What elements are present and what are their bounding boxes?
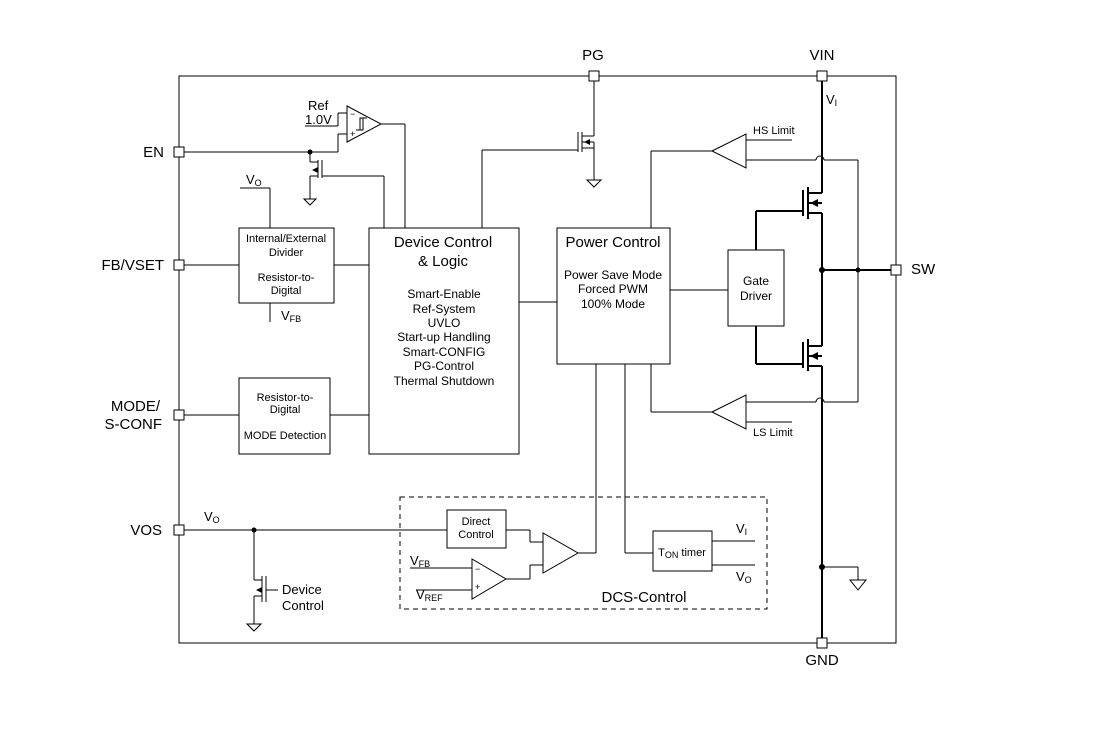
gate-driver-line1: Gate bbox=[743, 274, 769, 288]
en-ground-icon bbox=[302, 198, 318, 206]
gnd-symbol-icon bbox=[848, 579, 868, 591]
error-amplifier bbox=[471, 558, 507, 600]
divider-line4: Digital bbox=[271, 285, 302, 297]
pin-sw-pad bbox=[890, 264, 902, 276]
hysteresis-icon bbox=[356, 117, 367, 131]
pin-mode-sconf: MODE/ S-CONF bbox=[105, 398, 185, 433]
power-control-title: Power Control bbox=[565, 234, 660, 251]
vos-path: VO Device Control bbox=[184, 509, 447, 632]
mode-detect-line1: Resistor-to- bbox=[257, 392, 314, 404]
mode-detect-line3: MODE Detection bbox=[244, 430, 327, 442]
pin-gnd: GND bbox=[805, 637, 839, 669]
dcs-control-dashed-box bbox=[399, 496, 768, 610]
divider-line1: Internal/External bbox=[246, 233, 326, 245]
power-control-item: Forced PWM bbox=[578, 282, 648, 296]
vos-vo-label: VO bbox=[204, 509, 220, 525]
pg-ground-icon bbox=[585, 179, 603, 188]
direct-control-line2: Control bbox=[458, 529, 493, 541]
pin-vos-pad bbox=[173, 524, 185, 536]
device-ctrl-fet-line2: Control bbox=[282, 598, 324, 613]
mode-detect-line2: Digital bbox=[270, 404, 301, 416]
hs-limit-comparator: HS Limit bbox=[650, 125, 858, 228]
dcs-vref-label: VREF bbox=[416, 587, 443, 603]
ls-limit-comparator: LS Limit bbox=[650, 160, 861, 439]
vos-ground-icon bbox=[245, 623, 263, 632]
pin-fb-vset-pad bbox=[173, 259, 185, 271]
vo-divider-label: VO bbox=[246, 172, 262, 188]
device-control-title1: Device Control bbox=[394, 234, 492, 251]
power-control-item: Power Save Mode bbox=[564, 268, 662, 282]
gate-driver-box bbox=[727, 249, 785, 327]
gate-driver-block: Gate Driver bbox=[727, 210, 803, 365]
device-control-item: PG-Control bbox=[414, 359, 474, 373]
ls-limit-triangle bbox=[710, 394, 747, 430]
pin-fb-vset-label: FB/VSET bbox=[101, 257, 164, 274]
device-control-item: Ref-System bbox=[413, 302, 476, 316]
divider-line2: Divider bbox=[269, 247, 304, 259]
pin-vos: VOS bbox=[130, 522, 185, 539]
hs-limit-label: HS Limit bbox=[753, 125, 795, 137]
error-amp-minus: − bbox=[475, 564, 480, 574]
pin-en: EN bbox=[143, 144, 185, 161]
pin-pg-pad bbox=[588, 70, 600, 82]
mode-detection-block: Resistor-to- Digital MODE Detection bbox=[184, 377, 369, 455]
device-control-box bbox=[368, 227, 520, 455]
device-control-item: Thermal Shutdown bbox=[394, 374, 495, 388]
dcs-control-label: DCS-Control bbox=[601, 589, 686, 606]
pin-gnd-label: GND bbox=[805, 652, 839, 669]
ton-timer-label: TON timer bbox=[658, 547, 706, 560]
pin-vos-label: VOS bbox=[130, 522, 162, 539]
device-control-title2: & Logic bbox=[418, 253, 469, 270]
pg-fet bbox=[481, 81, 603, 228]
power-control-block: Power Control Power Save Mode Forced PWM… bbox=[556, 227, 728, 365]
pin-mode-label-1: MODE/ bbox=[111, 398, 161, 415]
pin-mode-label-2: S-CONF bbox=[105, 416, 163, 433]
pin-mode-pad bbox=[173, 409, 185, 421]
power-control-item: 100% Mode bbox=[581, 297, 645, 311]
ic-boundary bbox=[178, 75, 897, 644]
direct-control-line1: Direct bbox=[462, 516, 491, 528]
ton-vo-label: VO bbox=[736, 569, 752, 585]
device-control-item: Start-up Handling bbox=[397, 330, 490, 344]
pin-en-label: EN bbox=[143, 144, 164, 161]
divider-line3: Resistor-to- bbox=[258, 272, 315, 284]
power-control-box bbox=[556, 227, 671, 365]
ref-value-label: 1.0V bbox=[305, 112, 332, 127]
enable-comparator: Ref 1.0V − + bbox=[184, 98, 406, 228]
vi-label: VI bbox=[826, 92, 837, 108]
pin-en-pad bbox=[173, 146, 185, 158]
pin-vin-label: VIN bbox=[809, 47, 834, 64]
direct-control-box bbox=[446, 509, 507, 549]
svg-text:−: − bbox=[350, 109, 355, 119]
svg-text:+: + bbox=[350, 129, 355, 139]
error-amp-plus: + bbox=[475, 582, 480, 592]
device-control-item: Smart-Enable bbox=[407, 287, 481, 301]
divider-box bbox=[238, 227, 335, 304]
device-control-block: Device Control & Logic Smart-Enable Ref-… bbox=[368, 227, 557, 455]
vfb-divider-label: VFB bbox=[281, 308, 301, 324]
dcs-output-comparator bbox=[542, 532, 580, 574]
dcs-vfb-label: VFB bbox=[410, 553, 430, 569]
ref-label: Ref bbox=[308, 98, 329, 113]
pin-vin-pad bbox=[816, 70, 828, 82]
power-stage: VI bbox=[802, 81, 891, 638]
pin-fb-vset: FB/VSET bbox=[101, 257, 185, 274]
en-comparator-triangle bbox=[346, 105, 383, 143]
mode-detection-box bbox=[238, 377, 331, 455]
device-control-item: Smart-CONFIG bbox=[403, 345, 486, 359]
divider-block: VO Internal/External Divider Resistor-to… bbox=[184, 172, 369, 324]
device-control-item: UVLO bbox=[428, 316, 461, 330]
hs-limit-triangle bbox=[710, 133, 747, 169]
pin-gnd-pad bbox=[816, 637, 828, 649]
pin-sw-label: SW bbox=[911, 261, 936, 278]
dcs-control-block: DCS-Control Direct Control VFB VREF − + … bbox=[399, 364, 768, 610]
ton-timer-box bbox=[652, 530, 713, 572]
ton-vi-label: VI bbox=[736, 521, 747, 537]
ls-limit-label: LS Limit bbox=[753, 427, 793, 439]
pin-sw: SW bbox=[890, 261, 936, 278]
device-ctrl-fet-line1: Device bbox=[282, 582, 322, 597]
pin-pg-label: PG bbox=[582, 47, 604, 64]
gate-driver-line2: Driver bbox=[740, 289, 772, 303]
